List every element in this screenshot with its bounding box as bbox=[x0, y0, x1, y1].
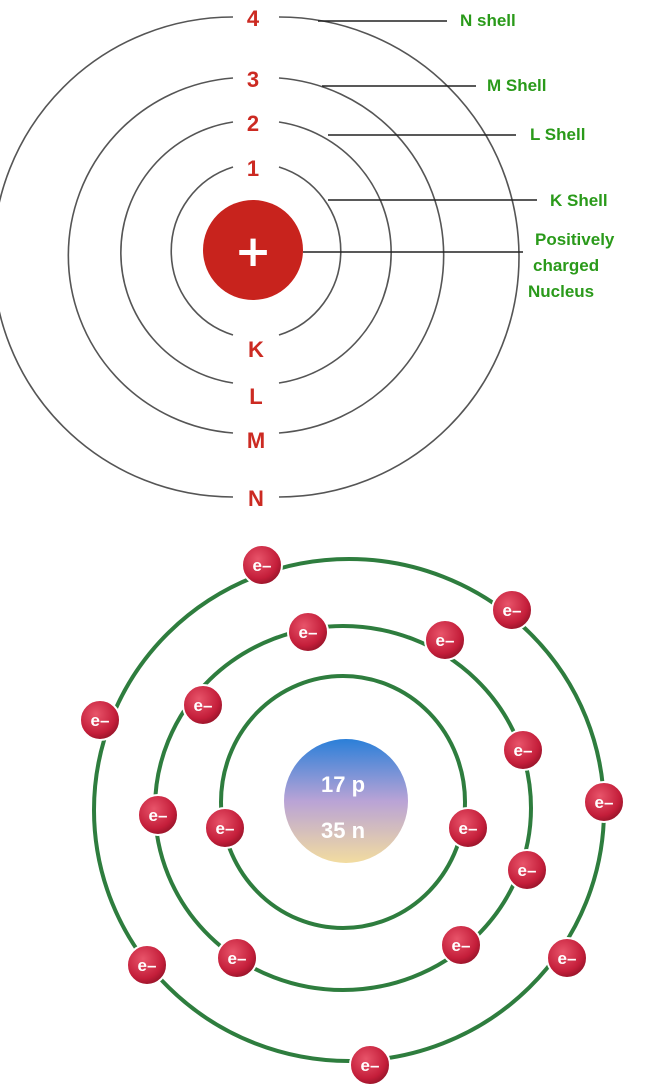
shell-number-4: 4 bbox=[247, 6, 260, 31]
electron-label: e– bbox=[253, 556, 272, 575]
electron: e– bbox=[583, 781, 625, 823]
electron-sphere bbox=[241, 544, 283, 586]
electron-label: e– bbox=[138, 956, 157, 975]
electron-sphere bbox=[349, 1044, 391, 1086]
electron-label: e– bbox=[518, 861, 537, 880]
electron-sphere bbox=[182, 684, 224, 726]
electron-label: e– bbox=[149, 806, 168, 825]
electron: e– bbox=[137, 794, 179, 836]
electron: e– bbox=[182, 684, 224, 726]
electron-sphere bbox=[216, 937, 258, 979]
electron-sphere bbox=[424, 619, 466, 661]
nucleus-label-line3: Nucleus bbox=[528, 282, 594, 301]
m-shell-label: M Shell bbox=[487, 76, 547, 95]
electron: e– bbox=[204, 807, 246, 849]
electron: e– bbox=[287, 611, 329, 653]
electron-sphere bbox=[126, 944, 168, 986]
electron: e– bbox=[424, 619, 466, 661]
shell-number-1: 1 bbox=[247, 156, 259, 181]
shell-letter-m: M bbox=[247, 428, 265, 453]
electron: e– bbox=[126, 944, 168, 986]
electron: e– bbox=[349, 1044, 391, 1086]
electron-sphere bbox=[583, 781, 625, 823]
electron: e– bbox=[506, 849, 548, 891]
proton-count: 17 p bbox=[321, 772, 365, 797]
shell-letter-n: N bbox=[248, 486, 264, 511]
electron-sphere bbox=[447, 807, 489, 849]
electron-label: e– bbox=[194, 696, 213, 715]
bohr-model-diagram: 17 p 35 n e–e–e–e–e–e–e–e–e–e–e–e–e–e–e–… bbox=[79, 544, 625, 1086]
electron-label: e– bbox=[228, 949, 247, 968]
electron: e– bbox=[216, 937, 258, 979]
n-shell-orbit bbox=[0, 16, 520, 498]
neutron-count: 35 n bbox=[321, 818, 365, 843]
electron-label: e– bbox=[514, 741, 533, 760]
electron-label: e– bbox=[436, 631, 455, 650]
electron: e– bbox=[79, 699, 121, 741]
electron-sphere bbox=[137, 794, 179, 836]
electron-group: e– e– e– e– e– e– e– e– e– e– e– e– e– e– e– e– e– bbox=[79, 544, 625, 1086]
m-shell-orbit bbox=[67, 77, 445, 434]
electron-sphere bbox=[440, 924, 482, 966]
l-shell-label: L Shell bbox=[530, 125, 585, 144]
shell-number-2: 2 bbox=[247, 111, 259, 136]
electron: e– bbox=[546, 937, 588, 979]
electron: e– bbox=[440, 924, 482, 966]
orbit-shell-1 bbox=[219, 674, 467, 930]
electron-sphere bbox=[79, 699, 121, 741]
nucleus-label-line1: Positively bbox=[535, 230, 615, 249]
nucleus-label-line2: charged bbox=[533, 256, 599, 275]
bohr-nucleus bbox=[284, 739, 408, 863]
positive-nucleus bbox=[203, 200, 303, 300]
electron-label: e– bbox=[452, 936, 471, 955]
electron-sphere bbox=[204, 807, 246, 849]
electron: e– bbox=[502, 729, 544, 771]
k-shell-orbit bbox=[170, 166, 342, 336]
electron-sphere bbox=[506, 849, 548, 891]
electron-label: e– bbox=[299, 623, 318, 642]
electron-label: e– bbox=[503, 601, 522, 620]
electron-sphere bbox=[502, 729, 544, 771]
electron-label: e– bbox=[361, 1056, 380, 1075]
plus-sign: + bbox=[235, 226, 272, 277]
k-shell-label: K Shell bbox=[550, 191, 608, 210]
electron-label: e– bbox=[459, 819, 478, 838]
electron: e– bbox=[447, 807, 489, 849]
n-shell-label: N shell bbox=[460, 11, 516, 30]
shell-letter-l: L bbox=[249, 384, 262, 409]
top-shell-diagram: + 4 3 2 1 K L M N N shell M Shell L Shel… bbox=[0, 6, 615, 511]
electron-sphere bbox=[546, 937, 588, 979]
electron-label: e– bbox=[216, 819, 235, 838]
shell-letter-k: K bbox=[248, 337, 264, 362]
electron-sphere bbox=[287, 611, 329, 653]
electron-label: e– bbox=[91, 711, 110, 730]
electron-label: e– bbox=[595, 793, 614, 812]
electron-sphere bbox=[491, 589, 533, 631]
electron: e– bbox=[241, 544, 283, 586]
shell-number-3: 3 bbox=[247, 67, 259, 92]
electron: e– bbox=[491, 589, 533, 631]
electron-label: e– bbox=[558, 949, 577, 968]
